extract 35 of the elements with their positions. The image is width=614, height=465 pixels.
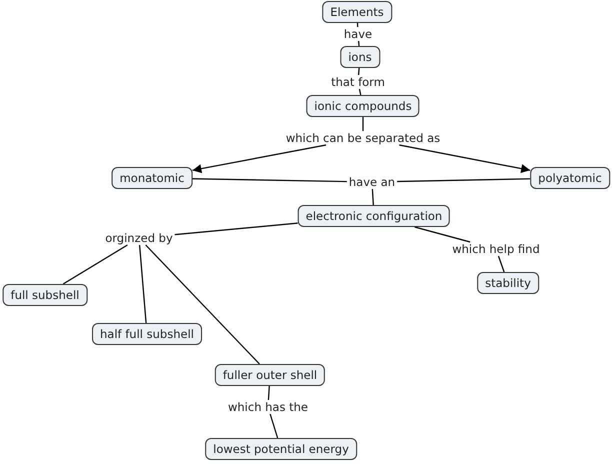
connector-line — [268, 386, 270, 400]
connector-line — [358, 88, 362, 96]
connector-line — [174, 222, 298, 236]
linking-phrase: which can be separated as — [284, 132, 442, 144]
linking-phrase: orginzed by — [104, 232, 174, 244]
connector-line — [62, 244, 128, 285]
linking-phrase: which has the — [227, 401, 309, 413]
concept-box: half full subshell — [92, 323, 202, 345]
concept-box: polyatomic — [530, 167, 610, 189]
linking-phrase: have — [342, 28, 374, 40]
concept-box: ionic compounds — [306, 95, 420, 117]
concept-box: full subshell — [2, 284, 88, 306]
connector-line — [358, 68, 360, 76]
concept-box: fuller outer shell — [214, 364, 326, 386]
linking-phrase: which help find — [451, 243, 541, 255]
connector-line — [362, 117, 364, 131]
concept-box: lowest potential energy — [205, 438, 357, 460]
concept-box: stability — [477, 272, 539, 294]
connector-line — [358, 40, 360, 46]
connector-line — [270, 414, 278, 438]
connector-line — [192, 178, 347, 182]
arrow — [399, 144, 530, 174]
connector-line — [498, 256, 505, 272]
connector-line — [145, 244, 260, 364]
concept-box: ions — [340, 46, 380, 68]
concept-box: monatomic — [112, 167, 192, 189]
connector-line — [372, 188, 374, 206]
concept-box: electronic configuration — [298, 205, 450, 227]
connector-line — [397, 178, 530, 182]
arrow — [192, 144, 326, 174]
linking-phrase: have an — [348, 176, 396, 188]
concept-box: Elements — [322, 1, 392, 23]
connector-line — [138, 244, 147, 324]
connector-line — [414, 226, 470, 243]
linking-phrase: that form — [330, 76, 386, 88]
